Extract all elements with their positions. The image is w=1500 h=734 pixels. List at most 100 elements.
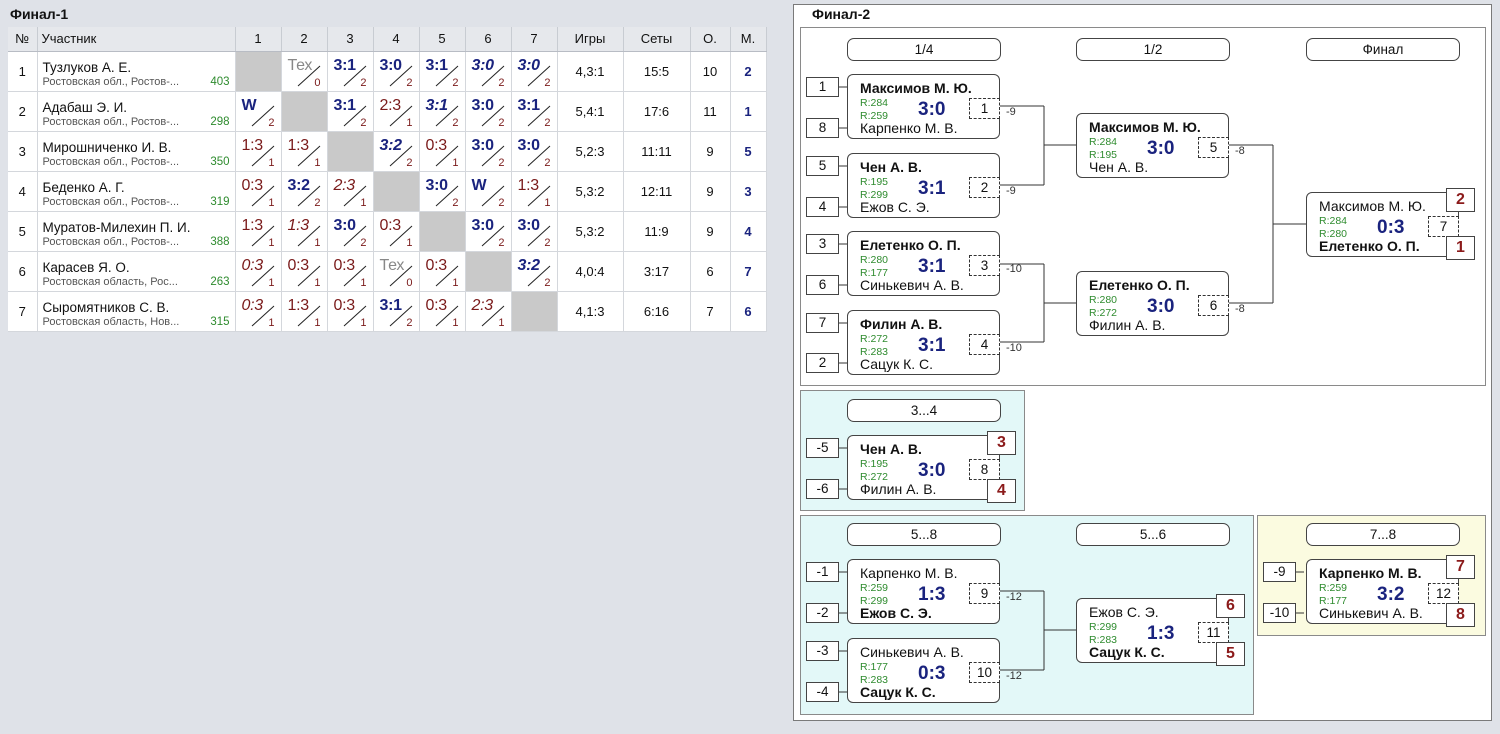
match-score: 1:3 <box>1147 623 1175 644</box>
match-player1: Чен А. В. <box>860 159 922 175</box>
result-points: 2 <box>268 116 275 129</box>
participant-cell[interactable]: Карасев Я. О.Ростовская область, Рос...2… <box>37 251 236 292</box>
diagonal-cell <box>373 171 420 212</box>
match-score: 0:3 <box>1377 217 1405 238</box>
loser-destination: -9 <box>1006 185 1016 197</box>
place-cell: 4 <box>730 211 767 252</box>
place-cell: 5 <box>730 131 767 172</box>
match-number: 8 <box>969 459 1000 480</box>
participant-rating: 403 <box>210 75 230 88</box>
participant-cell[interactable]: Муратов-Милехин П. И.Ростовская обл., Ро… <box>37 211 236 252</box>
participant-cell[interactable]: Адабаш Э. И.Ростовская обл., Ростов-...2… <box>37 91 236 132</box>
final-place: 3 <box>987 431 1016 455</box>
round-header-5-6: 5...6 <box>1076 523 1230 546</box>
result-score: W <box>241 96 257 114</box>
loser-destination: -12 <box>1006 670 1022 682</box>
diagonal-cell <box>327 131 374 172</box>
match-rating1: R:177 <box>860 661 889 673</box>
table-row[interactable]: 2 Адабаш Э. И.Ростовская обл., Ростов-...… <box>8 91 767 132</box>
result-score: 3:0 <box>517 56 541 74</box>
seed-box: -10 <box>1263 603 1296 623</box>
match-rating2: R:177 <box>860 267 889 279</box>
result-slash <box>435 185 458 206</box>
result-points: 2 <box>360 116 367 129</box>
loser-destination: -8 <box>1235 145 1245 157</box>
participant-cell[interactable]: Сыромятников С. В.Ростовская область, Но… <box>37 291 236 332</box>
result-score: 3:0 <box>379 56 403 74</box>
result-points: 1 <box>452 276 459 289</box>
result-points: 2 <box>498 156 505 169</box>
participant-cell[interactable]: Беденко А. Г.Ростовская обл., Ростов-...… <box>37 171 236 212</box>
result-points: 1 <box>544 196 551 209</box>
participant-cell[interactable]: Тузлуков А. Е.Ростовская обл., Ростов-..… <box>37 51 236 92</box>
participant-name: Муратов-Милехин П. И. <box>42 219 191 235</box>
sets-cell: 12:11 <box>623 171 691 212</box>
seed-box: -3 <box>806 641 839 661</box>
result-score: 3:1 <box>517 96 541 114</box>
result-points: 1 <box>268 276 275 289</box>
result-points: 0 <box>314 76 321 89</box>
participant-cell[interactable]: Мирошниченко И. В.Ростовская обл., Росто… <box>37 131 236 172</box>
